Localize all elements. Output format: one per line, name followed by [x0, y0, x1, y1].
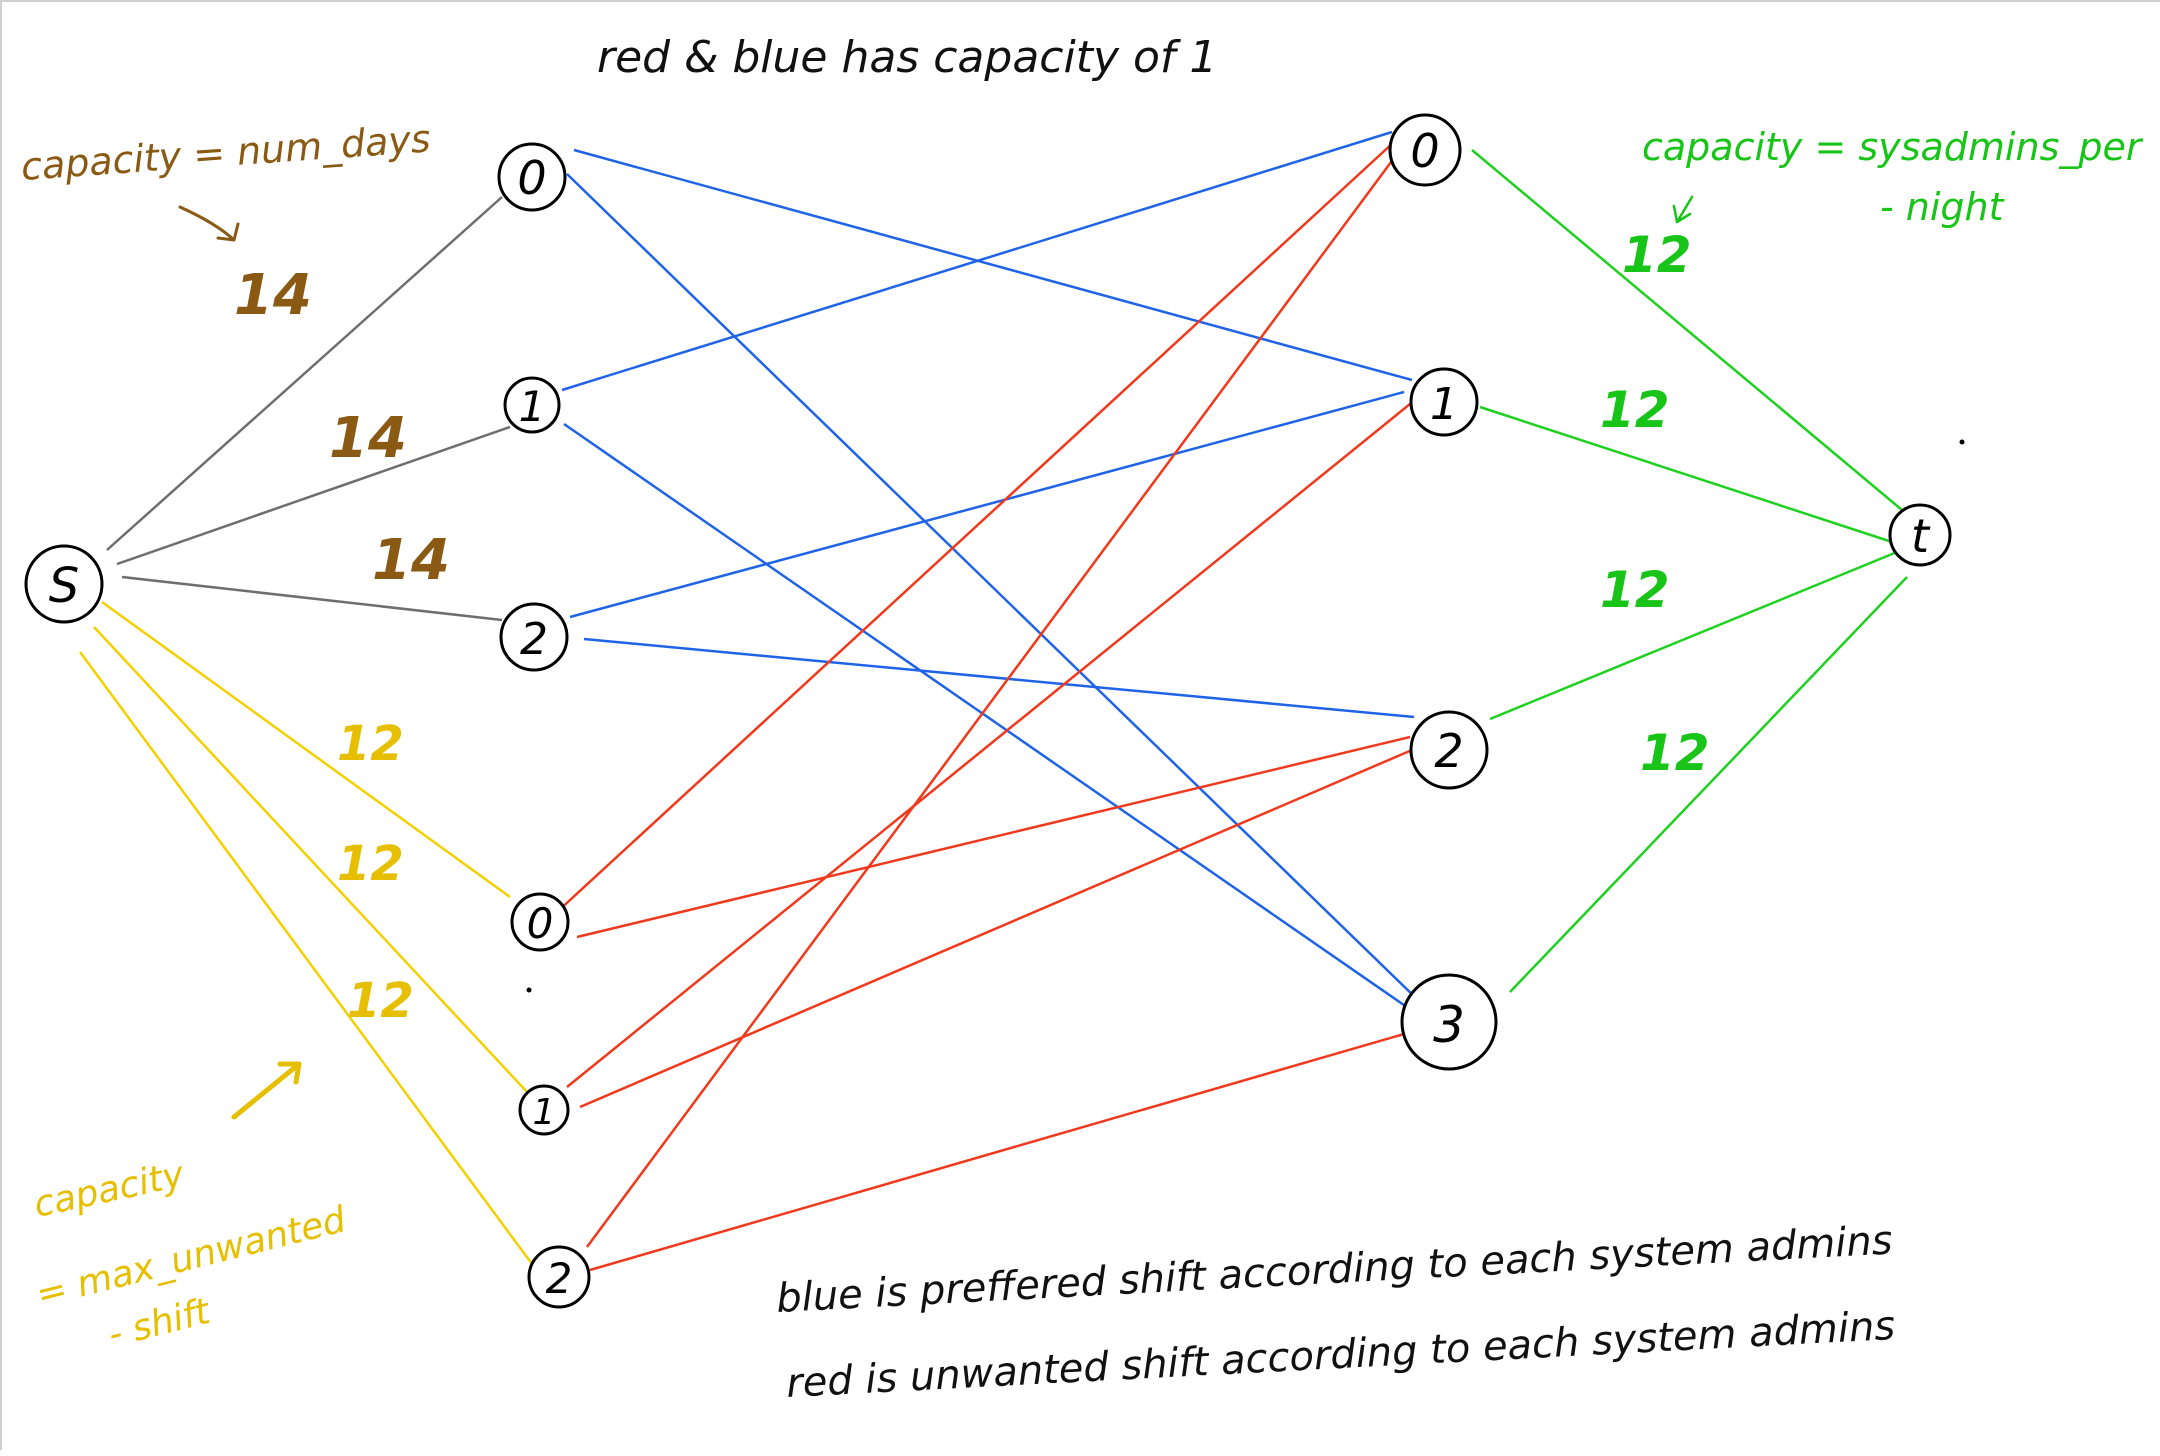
- edge-s-unwanted-2: [78, 651, 534, 1265]
- edge-red-u2-n0: [585, 153, 1399, 1248]
- stray-dot: [1959, 439, 1965, 445]
- edge-n2-t: [1489, 550, 1898, 721]
- node-night-2: 2: [1409, 710, 1489, 790]
- capacity-label-n3-t: 12: [1640, 724, 1710, 782]
- blue-legend-text: blue is preffered shift according to eac…: [775, 1218, 1894, 1322]
- edge-red-u1-n1: [566, 403, 1411, 1088]
- edge-blue-a2-n2: [583, 637, 1415, 719]
- unwanted-capacity-text-3: - shift: [104, 1291, 215, 1356]
- sink-capacity-arrow: [1672, 195, 1694, 224]
- unwanted-capacity-arrow: [231, 1061, 302, 1120]
- sink-capacity-text-1: capacity = sysadmins_per: [1642, 125, 2144, 169]
- edge-n0-t: [1471, 149, 1903, 511]
- node-admin-preferred-1: 1: [503, 376, 561, 434]
- edge-n3-t: [1509, 576, 1908, 993]
- node-sink: t: [1888, 503, 1952, 567]
- capacity-label-s-admin-0: 14: [234, 263, 312, 328]
- capacity-label-n1-t: 12: [1600, 381, 1670, 439]
- source-capacity-text: capacity = num_days: [20, 116, 432, 189]
- edge-red-u0-n0: [556, 141, 1395, 913]
- edge-blue-a0-n1: [573, 148, 1413, 382]
- source-capacity-annotation: capacity = num_days: [20, 116, 432, 242]
- edge-red-u2-n3: [589, 1032, 1405, 1272]
- node-admin-unwanted-1-label: 1: [533, 1092, 556, 1133]
- edge-s-unwanted-1: [93, 626, 528, 1093]
- edge-blue-a0-n3: [566, 173, 1421, 1003]
- stray-dot: [526, 987, 532, 993]
- sink-capacity-annotation: capacity = sysadmins_per - night: [1642, 125, 2144, 229]
- node-admin-preferred-2: 2: [499, 602, 569, 672]
- edge-s-unwanted-0: [101, 600, 511, 899]
- night-sink-capacity-labels: 12 12 12 12: [1600, 226, 1710, 782]
- edge-s-admin-0: [106, 196, 503, 551]
- source-admin-capacity-labels: 14 14 14: [234, 263, 450, 593]
- sink-capacity-text-2: - night: [1880, 185, 2006, 229]
- capacity-label-n2-t: 12: [1600, 561, 1670, 619]
- node-admin-unwanted-2: 2: [527, 1245, 591, 1309]
- edge-blue-a1-n3: [563, 422, 1415, 1014]
- source-unwanted-capacity-labels: 12 12 12: [337, 716, 414, 1029]
- edge-red-u1-n2: [579, 748, 1413, 1109]
- node-admin-preferred-0: 0: [497, 142, 567, 212]
- edge-n1-t: [1479, 405, 1893, 544]
- node-source-label: S: [49, 558, 79, 614]
- edge-blue-a1-n0: [561, 130, 1393, 392]
- node-admin-unwanted-0: 0: [510, 892, 570, 952]
- edge-red-u0-n2: [576, 735, 1411, 939]
- node-admin-preferred-0-label: 0: [517, 151, 546, 205]
- node-night-1-label: 1: [1430, 379, 1458, 430]
- capacity-label-n0-t: 12: [1622, 226, 1692, 284]
- night-to-sink-edges: [1471, 149, 1908, 993]
- node-admin-unwanted-1: 1: [518, 1084, 570, 1136]
- node-night-0-label: 0: [1410, 124, 1439, 178]
- capacity-label-s-admin-1: 14: [329, 406, 407, 471]
- capacity-label-s-unwanted-1: 12: [337, 836, 404, 892]
- source-to-unwanted-edges: [78, 600, 534, 1265]
- capacity-label-s-admin-2: 14: [372, 528, 450, 593]
- node-night-1: 1: [1409, 367, 1479, 437]
- edge-s-admin-2: [121, 575, 503, 622]
- node-night-2-label: 2: [1434, 724, 1463, 778]
- capacity-label-s-unwanted-2: 12: [347, 973, 414, 1029]
- node-night-0: 0: [1388, 113, 1462, 187]
- node-admin-unwanted-2-label: 2: [546, 1254, 573, 1303]
- node-night-3-label: 3: [1433, 996, 1465, 1054]
- source-capacity-arrow: [178, 205, 240, 242]
- unwanted-capacity-annotation: capacity = max_unwanted - shift: [30, 1061, 351, 1356]
- node-source: S: [24, 544, 104, 624]
- source-to-admin-edges: [106, 196, 511, 622]
- edge-s-admin-1: [116, 425, 511, 566]
- node-night-3: 3: [1400, 973, 1498, 1071]
- graph-nodes: S 0 1 2 0 1 2 0: [24, 113, 1952, 1309]
- preferred-shift-edges: [561, 130, 1421, 1014]
- node-admin-preferred-1-label: 1: [519, 382, 546, 431]
- unwanted-shift-edges: [556, 141, 1413, 1272]
- capacity-label-s-unwanted-0: 12: [337, 716, 404, 772]
- node-admin-preferred-2-label: 2: [520, 614, 548, 665]
- unwanted-capacity-text-1: capacity: [30, 1154, 188, 1226]
- node-sink-label: t: [1911, 509, 1931, 563]
- title-text: red & blue has capacity of 1: [597, 32, 1217, 83]
- edge-blue-a2-n1: [569, 390, 1405, 619]
- node-admin-unwanted-0-label: 0: [527, 899, 554, 948]
- red-legend-text: red is unwanted shift according to each …: [785, 1303, 1896, 1407]
